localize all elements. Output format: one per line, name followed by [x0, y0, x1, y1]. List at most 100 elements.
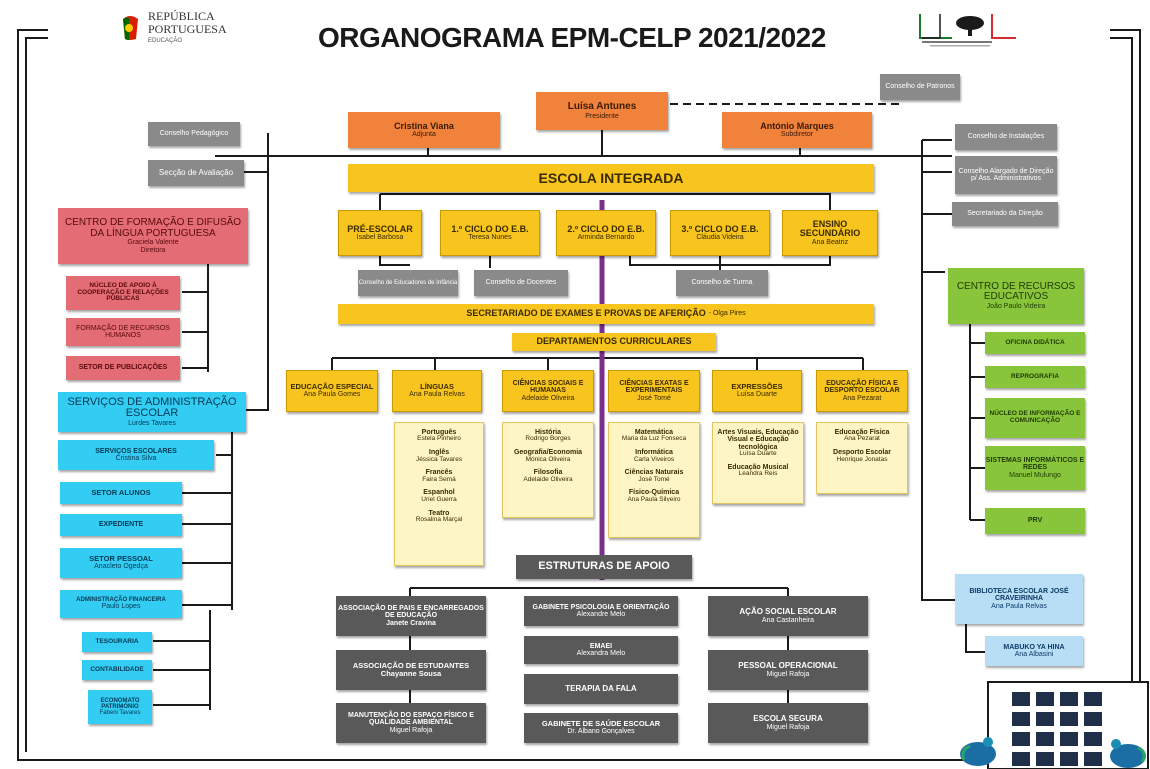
- ciclo-3-box[interactable]: 3.º CICLO DO E.B. Cláudia Videira: [670, 210, 770, 256]
- ciclo-title: 1.º CICLO DO E.B.: [451, 223, 529, 234]
- cyan-person: Cristina Silva: [115, 455, 157, 462]
- ciclo-pre-escolar-box[interactable]: PRÉ-ESCOLAR Isabel Barbosa: [338, 210, 422, 256]
- tesouraria-box[interactable]: TESOURARIA: [82, 632, 152, 652]
- red-sub-label: SETOR DE PUBLICAÇÕES: [78, 364, 168, 372]
- ciclo-2-box[interactable]: 2.º CICLO DO E.B. Arminda Bernardo: [556, 210, 656, 256]
- sistemas-informaticos-box[interactable]: SISTEMAS INFORMÁTICOS E REDES Manuel Mul…: [985, 446, 1085, 490]
- pessoal-operacional-box[interactable]: PESSOAL OPERACIONAL Miguel Rafoja: [708, 650, 868, 690]
- emaei-box[interactable]: EMAEI Alexandra Melo: [524, 636, 678, 664]
- secretariado-direcao-box[interactable]: Secretariado da Direção: [952, 202, 1058, 226]
- ciclo-1-box[interactable]: 1.º CICLO DO E.B. Teresa Nunes: [440, 210, 540, 256]
- dep-title: EXPRESSÕES: [731, 382, 783, 392]
- centro-formacao-role: Diretora: [140, 246, 166, 254]
- servicos-escolares-box[interactable]: SERVIÇOS ESCOLARES Cristina Silva: [58, 440, 214, 470]
- secretariado-exames-box[interactable]: SECRETARIADO DE EXAMES E PROVAS DE AFERI…: [338, 304, 874, 324]
- subgroup-name: Educação Física: [834, 429, 890, 436]
- conselho-alargado-box[interactable]: Conselho Alargado de Direção p/ Ass. Adm…: [955, 156, 1057, 194]
- dep-linguas-box[interactable]: LÍNGUAS Ana Paula Relvas: [392, 370, 482, 412]
- expediente-box[interactable]: EXPEDIENTE: [60, 514, 182, 536]
- subgroup-item[interactable]: Artes Visuais, Educação Visual e Educaçã…: [713, 429, 803, 458]
- oficina-didatica-box[interactable]: OFICINA DIDÁTICA: [985, 332, 1085, 354]
- setor-alunos-box[interactable]: SETOR ALUNOS: [60, 482, 182, 504]
- acao-social-box[interactable]: AÇÃO SOCIAL ESCOLAR Ana Castanheira: [708, 596, 868, 636]
- escola-segura-box[interactable]: ESCOLA SEGURA Miguel Rafoja: [708, 703, 868, 743]
- conselho-docentes-box[interactable]: Conselho de Docentes: [474, 270, 568, 296]
- reprografia-box[interactable]: REPROGRAFIA: [985, 366, 1085, 388]
- ciclo-secundario-box[interactable]: ENSINO SECUNDÁRIO Ana Beatriz: [782, 210, 878, 256]
- presidente-box[interactable]: Luísa Antunes Presidente: [536, 92, 668, 130]
- associacao-estudantes-box[interactable]: ASSOCIAÇÃO DE ESTUDANTES Chayanne Sousa: [336, 650, 486, 690]
- gabinete-psicologia-box[interactable]: GABINETE PSICOLOGIA E ORIENTAÇÃO Alexand…: [524, 596, 678, 626]
- subdiretor-box[interactable]: António Marques Subdiretor: [722, 112, 872, 148]
- seccao-avaliacao-box[interactable]: Secção de Avaliação: [148, 160, 244, 186]
- mabuko-box[interactable]: MABUKO YA HINA Ana Albasini: [985, 636, 1083, 666]
- conselho-pedagogico-label: Conselho Pedagógico: [159, 130, 229, 138]
- subgroup-name: Filosofia: [533, 469, 563, 477]
- manutencao-box[interactable]: MANUTENÇÃO DO ESPAÇO FÍSICO E QUALIDADE …: [336, 703, 486, 743]
- setor-pessoal-box[interactable]: SETOR PESSOAL Anacleto Ogedça: [60, 548, 182, 578]
- terapia-fala-box[interactable]: TERAPIA DA FALA: [524, 674, 678, 704]
- prv-box[interactable]: PRV: [985, 508, 1085, 534]
- biblioteca-box[interactable]: BIBLIOTECA ESCOLAR JOSÉ CRAVEIRINHA Ana …: [955, 574, 1083, 624]
- conselho-turma-label: Conselho de Turma: [691, 279, 753, 287]
- apoio-person: Miguel Rafoja: [766, 723, 810, 731]
- setor-publicacoes-box[interactable]: SETOR DE PUBLICAÇÕES: [66, 356, 180, 380]
- green-title: PRV: [1027, 517, 1043, 525]
- apoio-person: Ana Castanheira: [761, 616, 815, 624]
- conselho-patronos-box[interactable]: Conselho de Patronos: [880, 74, 960, 100]
- conselho-educadores-box[interactable]: Conselho de Educadores de Infância: [358, 270, 458, 296]
- peacock-icon: [1110, 739, 1146, 768]
- subgroup-name: Educação Musical: [727, 463, 789, 471]
- green-title: SISTEMAS INFORMÁTICOS E REDES: [985, 456, 1085, 472]
- economato-box[interactable]: ECONOMATO PATRIMÓNIO Fabeni Tavares: [88, 690, 152, 724]
- conselho-turma-box[interactable]: Conselho de Turma: [676, 270, 768, 296]
- apoio-person: Dr. Albano Gonçalves: [567, 728, 635, 736]
- dep-expressoes-box[interactable]: EXPRESSÕES Luísa Duarte: [712, 370, 802, 412]
- centro-recursos-title: CENTRO DE RECURSOS EDUCATIVOS: [956, 280, 1076, 303]
- associacao-pais-box[interactable]: ASSOCIAÇÃO DE PAIS E ENCARREGADOS DE EDU…: [336, 596, 486, 636]
- subgroup-name: Matemática: [634, 429, 674, 436]
- centro-formacao-box[interactable]: CENTRO DE FORMAÇÃO E DIFUSÃO DA LÍNGUA P…: [58, 208, 248, 264]
- subdiretor-role: Subdiretor: [780, 131, 814, 139]
- cyan-person: Anacleto Ogedça: [94, 563, 148, 571]
- dep-educacao-especial-box[interactable]: EDUCAÇÃO ESPECIAL Ana Paula Gomes: [286, 370, 378, 412]
- cyan-person: Fabeni Tavares: [99, 710, 141, 717]
- adjunta-box[interactable]: Cristina Viana Adjunta: [348, 112, 500, 148]
- centro-recursos-box[interactable]: CENTRO DE RECURSOS EDUCATIVOS João Paulo…: [948, 268, 1084, 324]
- biblioteca-person: Ana Paula Relvas: [991, 602, 1047, 610]
- administracao-financeira-box[interactable]: ADMINISTRAÇÃO FINANCEIRA Paulo Lopes: [60, 590, 182, 618]
- dep-ciencias-sociais-box[interactable]: CIÊNCIAS SOCIAIS E HUMANAS Adelaide Oliv…: [502, 370, 594, 412]
- dep-person: Ana Paula Relvas: [409, 391, 465, 399]
- estruturas-apoio-box[interactable]: ESTRUTURAS DE APOIO: [516, 555, 692, 579]
- conselho-pedagogico-box[interactable]: Conselho Pedagógico: [148, 122, 240, 146]
- nucleo-informacao-box[interactable]: NÚCLEO DE INFORMAÇÃO E COMUNICAÇÃO: [985, 398, 1085, 438]
- gabinete-saude-box[interactable]: GABINETE DE SAÚDE ESCOLAR Dr. Albano Gon…: [524, 713, 678, 743]
- dep-ciencias-exatas-box[interactable]: CIÊNCIAS EXATAS E EXPERIMENTAIS José Tom…: [608, 370, 700, 412]
- contabilidade-box[interactable]: CONTABILIDADE: [82, 660, 152, 680]
- dep-title: CIÊNCIAS EXATAS E EXPERIMENTAIS: [619, 379, 689, 395]
- servicos-administracao-box[interactable]: SERVIÇOS DE ADMINISTRAÇÃO ESCOLAR Lurdes…: [58, 392, 246, 432]
- nucleo-apoio-cooperacao-box[interactable]: NÚCLEO DE APOIO À COOPERAÇÃO E RELAÇÕES …: [66, 276, 180, 310]
- escola-integrada-box[interactable]: ESCOLA INTEGRADA: [348, 164, 874, 192]
- formacao-recursos-box[interactable]: FORMAÇÃO DE RECURSOS HUMANOS: [66, 318, 180, 346]
- apoio-title: GABINETE DE SAÚDE ESCOLAR: [541, 719, 661, 729]
- conselho-instalacoes-box[interactable]: Conselho de Instalações: [955, 124, 1057, 150]
- dep-educacao-fisica-box[interactable]: EDUCAÇÃO FÍSICA E DESPORTO ESCOLAR Ana P…: [816, 370, 908, 412]
- departamentos-curriculares-box[interactable]: DEPARTAMENTOS CURRICULARES: [512, 333, 716, 351]
- green-title: OFICINA DIDÁTICA: [1005, 338, 1065, 346]
